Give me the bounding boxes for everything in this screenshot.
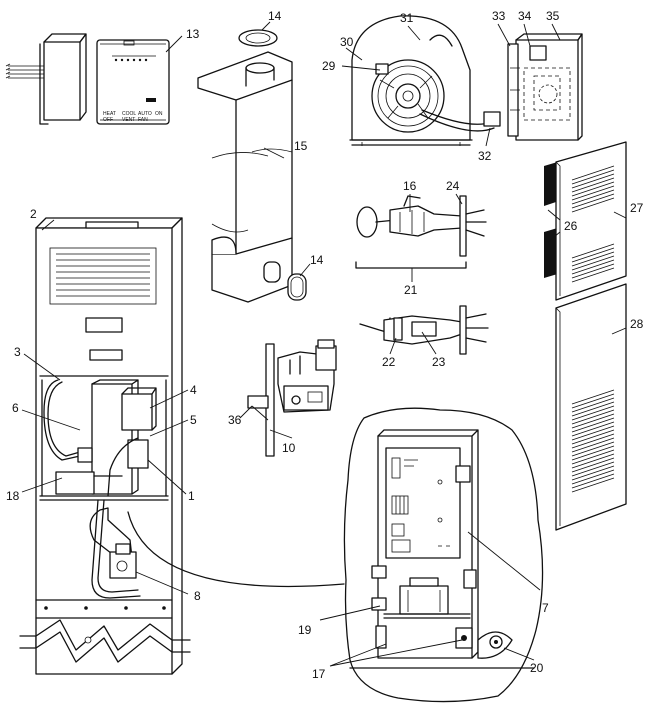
callout-33: 33: [492, 9, 506, 23]
thermostat-on-label: ON: [155, 111, 163, 117]
cabinet-internals: [43, 379, 157, 599]
thermostat-vent-label: VENT: [122, 117, 135, 123]
callout-3: 3: [14, 345, 21, 359]
callout-16: 16: [403, 179, 417, 193]
pilot-assembly: [359, 305, 489, 355]
callout-6: 6: [12, 401, 19, 415]
callout-lines: [21, 21, 627, 667]
magnification-leader: [127, 511, 345, 588]
callout-7: 7: [542, 601, 549, 615]
callout-18: 18: [6, 489, 20, 503]
callout-2: 2: [30, 207, 37, 221]
thermostat-off-label: OFF: [103, 117, 113, 123]
top-gasket: [238, 29, 278, 47]
callout-10: 10: [282, 441, 296, 455]
blower-assembly: [349, 15, 501, 146]
bottom-gasket: [287, 273, 307, 301]
combustion-chamber: [197, 51, 293, 303]
callout-19: 19: [298, 623, 312, 637]
callout-36: 36: [228, 413, 242, 427]
callout-20: 20: [530, 661, 544, 675]
thermostat-fan-label: FAN: [138, 117, 148, 123]
callout-14-bottom: 14: [310, 253, 324, 267]
thermostat-auto-label: AUTO: [138, 111, 152, 117]
callout-35: 35: [546, 9, 560, 23]
callout-34: 34: [518, 9, 532, 23]
callout-labels: 13 14 15 14 30 29 31 32 33 34 35 16 24 2…: [6, 9, 644, 681]
callout-1: 1: [188, 489, 195, 503]
callout-32: 32: [478, 149, 492, 163]
callout-14-top: 14: [268, 9, 282, 23]
callout-26: 26: [564, 219, 578, 233]
callout-28: 28: [630, 317, 644, 331]
callout-17: 17: [312, 667, 326, 681]
callout-4: 4: [190, 383, 197, 397]
thermostat-cool-label: COOL: [122, 111, 136, 117]
callout-31: 31: [400, 11, 414, 25]
callout-5: 5: [190, 413, 197, 427]
burner-assembly: [355, 195, 487, 269]
callout-15: 15: [294, 139, 308, 153]
callout-13: 13: [186, 27, 200, 41]
callout-27: 27: [630, 201, 644, 215]
control-box-assembly: [507, 33, 583, 141]
thermostat-heat-label: HEAT: [103, 111, 116, 117]
callout-22: 22: [382, 355, 396, 369]
callout-24: 24: [446, 179, 460, 193]
callout-21: 21: [404, 283, 418, 297]
callout-30: 30: [340, 35, 354, 49]
louvered-panels: [544, 141, 627, 531]
electrical-detail: [349, 429, 535, 669]
callout-8: 8: [194, 589, 201, 603]
callout-29: 29: [322, 59, 336, 73]
wall-thermostat: HEAT OFF COOL VENT AUTO FAN ON: [96, 39, 170, 125]
thermostat-side-unit: [5, 33, 87, 125]
callout-23: 23: [432, 355, 446, 369]
gas-valve-assembly: [247, 339, 337, 457]
